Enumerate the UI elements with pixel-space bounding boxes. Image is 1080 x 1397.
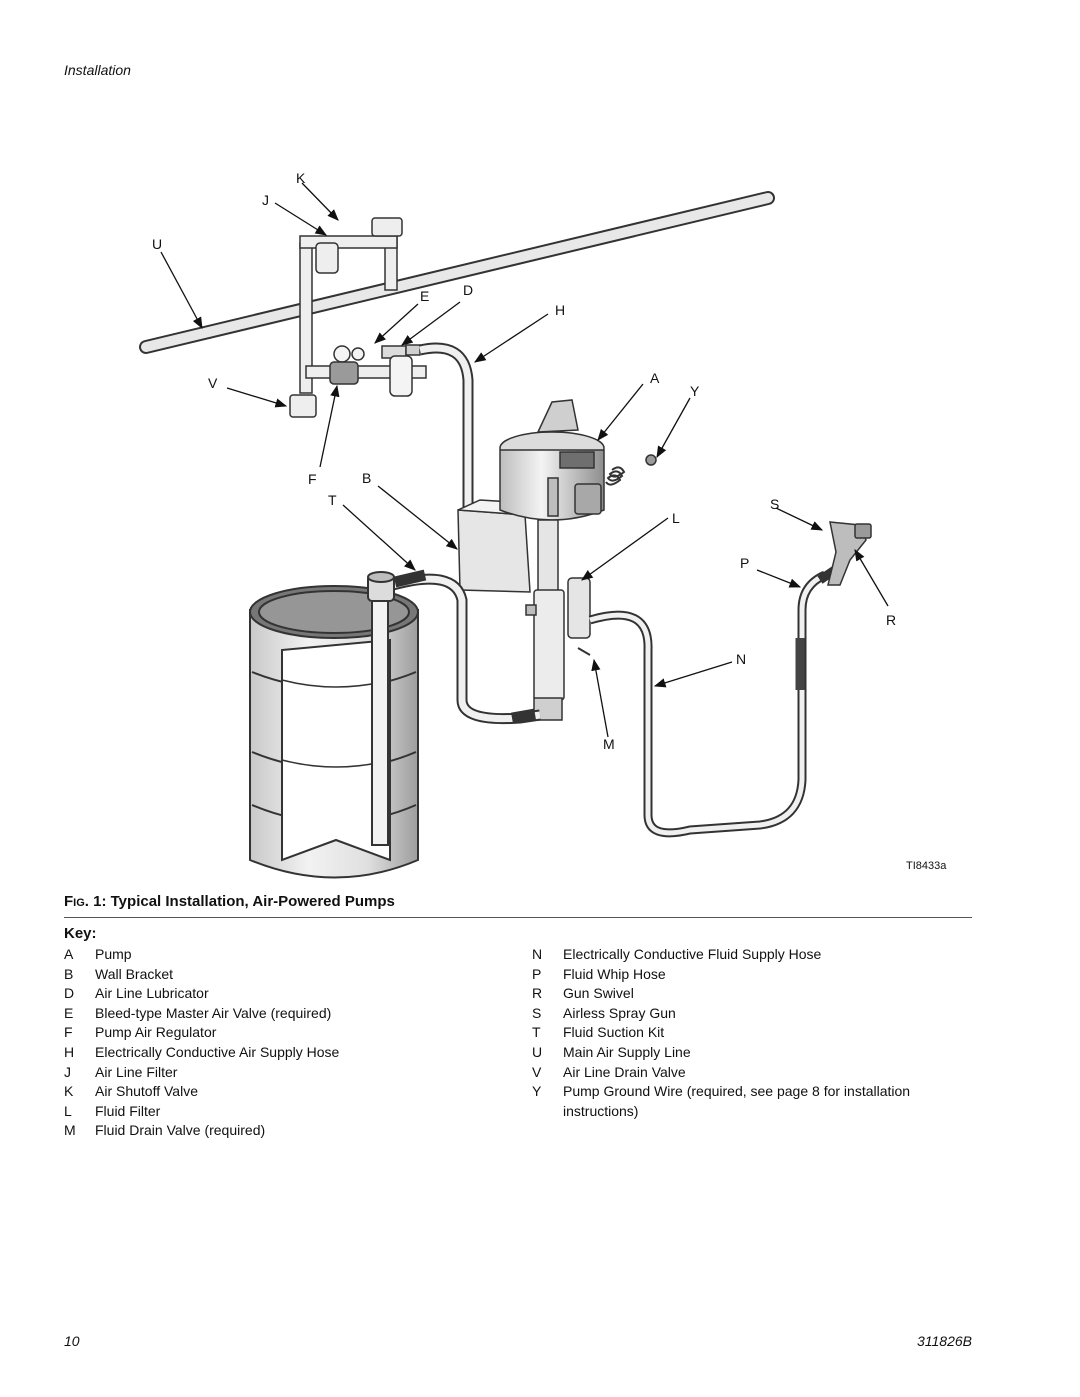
key-item: U Main Air Supply Line	[532, 1043, 972, 1063]
callout-h: H	[555, 302, 565, 318]
key-item: J Air Line Filter	[64, 1063, 504, 1083]
key-description: Air Shutoff Valve	[95, 1083, 198, 1100]
callout-j: J	[262, 192, 269, 208]
callout-u: U	[152, 236, 162, 252]
key-description: Fluid Drain Valve (required)	[95, 1122, 266, 1139]
callout-e: E	[420, 288, 429, 304]
document-number: 311826B	[916, 1333, 972, 1349]
callout-s: S	[770, 496, 779, 512]
key-letter: J	[64, 1063, 71, 1080]
key-letter: K	[64, 1083, 74, 1100]
key-letter: Y	[532, 1083, 542, 1100]
page-number: 10	[64, 1333, 80, 1349]
key-description: Fluid Filter	[95, 1102, 161, 1119]
callout-a: A	[650, 370, 660, 386]
caption-prefix-f: F	[64, 893, 74, 910]
key-description: Pump	[95, 946, 132, 962]
key-item: B Wall Bracket	[64, 965, 504, 985]
key-letter: D	[64, 985, 75, 1002]
key-item: F Pump Air Regulator	[64, 1023, 504, 1043]
callout-t: T	[328, 492, 337, 508]
key-item: K Air Shutoff Valve	[64, 1082, 504, 1102]
key-letter: L	[64, 1102, 72, 1119]
air-drop-piping	[289, 217, 403, 418]
callout-m: M	[603, 736, 615, 752]
key-description: Pump Air Regulator	[95, 1024, 217, 1041]
section-label: Installation	[64, 62, 131, 78]
pump-lower	[525, 519, 591, 721]
key-item: S Airless Spray Gun	[532, 1004, 972, 1024]
key-letter: E	[64, 1004, 74, 1021]
figure-caption: FIG. 1: Typical Installation, Air-Powere…	[64, 893, 395, 910]
key-item: R Gun Swivel	[532, 984, 972, 1004]
key-letter: N	[532, 946, 543, 962]
caption-text: . 1: Typical Installation, Air-Powered P…	[84, 893, 395, 910]
key-letter: P	[532, 965, 542, 982]
key-description: Bleed-type Master Air Valve (required)	[95, 1004, 332, 1021]
key-list-right: N Electrically Conductive Fluid Supply Ho…	[532, 945, 972, 1121]
key-description: Main Air Supply Line	[563, 1043, 691, 1060]
key-letter: B	[64, 965, 74, 982]
callout-r: R	[886, 612, 896, 628]
key-item: E Bleed-type Master Air Valve (required)	[64, 1004, 504, 1024]
caption-prefix-ig: IG	[73, 897, 85, 909]
key-description: Air Line Drain Valve	[563, 1063, 686, 1080]
callout-l: L	[672, 510, 680, 526]
key-description: Air Line Filter	[95, 1063, 178, 1080]
key-description: Gun Swivel	[563, 985, 634, 1002]
key-description: Airless Spray Gun	[563, 1004, 676, 1021]
figure-id: TI8433a	[906, 860, 947, 872]
callout-y: Y	[690, 383, 700, 399]
key-letter: A	[64, 946, 74, 962]
key-letter: M	[64, 1122, 76, 1139]
key-letter: S	[532, 1004, 542, 1021]
key-item: H Electrically Conductive Air Supply Hose	[64, 1043, 504, 1063]
key-letter: V	[532, 1063, 542, 1080]
pump-air-motor	[499, 399, 657, 521]
key-item: A Pump	[64, 945, 504, 965]
key-item: D Air Line Lubricator	[64, 984, 504, 1004]
key-heading: Key:	[64, 925, 97, 942]
callout-v: V	[208, 375, 218, 391]
callout-p: P	[740, 555, 749, 571]
drum	[249, 571, 419, 879]
key-description: Electrically Conductive Air Supply Hose	[95, 1043, 340, 1060]
spray-gun	[827, 521, 872, 586]
callout-leaders	[160, 182, 889, 738]
key-description: Wall Bracket	[95, 965, 174, 982]
key-item: M Fluid Drain Valve (required)	[64, 1121, 504, 1141]
key-description: Pump Ground Wire (required, see page 8 f…	[563, 1083, 911, 1119]
key-letter: R	[532, 985, 543, 1002]
key-description: Fluid Whip Hose	[563, 965, 666, 982]
key-description: Air Line Lubricator	[95, 985, 209, 1002]
callout-f: F	[308, 471, 317, 487]
key-item: V Air Line Drain Valve	[532, 1063, 972, 1083]
key-item: L Fluid Filter	[64, 1102, 504, 1122]
installation-diagram: K J U E D H A Y V F B T L S P R N M TI84…	[139, 170, 947, 879]
callout-d: D	[463, 282, 473, 298]
installation-figure: K J U E D H A Y V F B T L S P R N M TI84…	[139, 170, 947, 879]
callout-b: B	[362, 470, 371, 486]
key-list-left: A Pump B Wall Bracket D Air Line Lubricator…	[64, 945, 504, 1141]
key-item: T Fluid Suction Kit	[532, 1023, 972, 1043]
key-description: Electrically Conductive Fluid Supply Hos…	[563, 946, 822, 962]
main-air-line	[139, 191, 775, 354]
caption-rule	[64, 917, 972, 918]
key-letter: F	[64, 1024, 73, 1041]
key-letter: T	[532, 1024, 541, 1041]
key-item: N Electrically Conductive Fluid Supply Ho…	[532, 945, 972, 965]
callout-n: N	[736, 651, 746, 667]
key-item: Y Pump Ground Wire (required, see page 8 …	[532, 1082, 972, 1121]
key-letter: H	[64, 1043, 75, 1060]
air-control-assembly	[305, 344, 427, 397]
key-item: P Fluid Whip Hose	[532, 965, 972, 985]
callout-k: K	[296, 170, 306, 186]
key-description: Fluid Suction Kit	[563, 1024, 665, 1041]
key-letter: U	[532, 1043, 543, 1060]
